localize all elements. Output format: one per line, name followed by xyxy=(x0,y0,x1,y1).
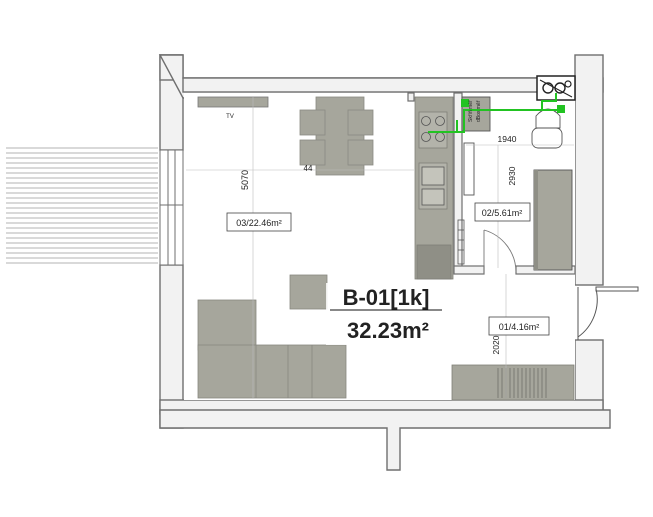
dining-set xyxy=(299,96,374,176)
dimension-2020: 2020 xyxy=(491,335,501,354)
kitchen-counter xyxy=(414,96,454,280)
dimension-lines xyxy=(186,97,574,398)
dimension-2930: 2930 xyxy=(507,166,517,185)
tv-label: TV xyxy=(226,114,234,120)
window-left xyxy=(159,149,184,266)
coffee-table xyxy=(289,274,328,310)
unit-title-bg xyxy=(326,283,444,345)
tv-cabinet xyxy=(197,96,269,108)
room-label-living: 03/22.46m² xyxy=(226,212,292,232)
svg-text:03/22.46m²: 03/22.46m² xyxy=(236,218,282,228)
unit-total-area: 32.23m² xyxy=(347,318,429,343)
dimension-5070: 5070 xyxy=(240,170,250,190)
sofa xyxy=(197,299,347,399)
dimension-1940: 1940 xyxy=(498,134,517,144)
utility-lines xyxy=(428,93,565,133)
svg-text:02/5.61m²: 02/5.61m² xyxy=(482,208,523,218)
room-label-hall: 01/4.16m² xyxy=(488,316,550,336)
svg-text:01/4.16m²: 01/4.16m² xyxy=(499,322,540,332)
bathroom-door-swing xyxy=(483,229,517,274)
dimension-44: 44 xyxy=(304,164,313,173)
unit-code: B-01[1k] xyxy=(343,285,430,310)
terrace-deck xyxy=(6,147,158,264)
exterior-walls xyxy=(158,54,611,471)
meter-label-2: dBox měř xyxy=(476,100,482,122)
bathroom-door-frame xyxy=(457,219,465,265)
wardrobe xyxy=(451,364,575,401)
meter-label-1: Skříň měř xyxy=(468,100,474,122)
entry-door xyxy=(577,286,639,340)
room-label-bathroom: 02/5.61m² xyxy=(474,202,531,222)
